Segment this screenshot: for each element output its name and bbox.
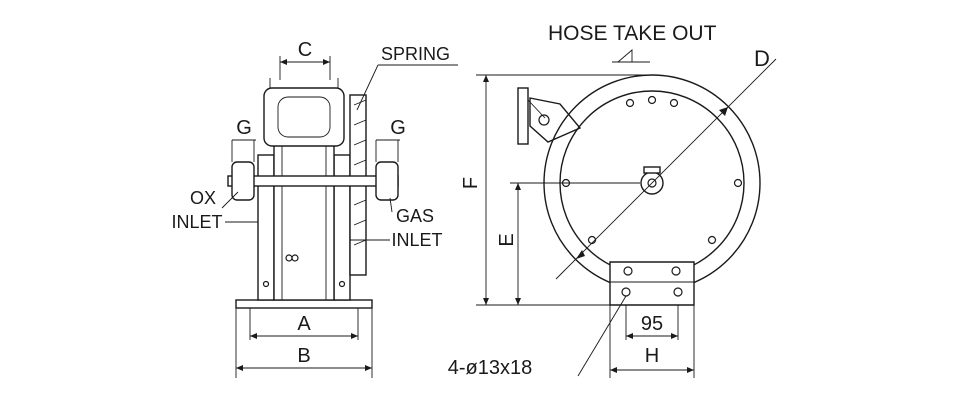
ox-inlet-label-line1: OX [190, 188, 216, 208]
dim-e-label: E [496, 233, 518, 246]
hose-guide [263, 87, 345, 147]
hose-take-out-label: HOSE TAKE OUT [548, 22, 717, 45]
side-view: C SPRING G G OX INLET GAS INLET A [171, 39, 458, 378]
dim-a-label: A [297, 313, 311, 335]
dim-d-label: D [754, 46, 770, 71]
dim-h-label: H [645, 345, 659, 367]
mount-holes-label: 4-ø13x18 [448, 357, 533, 379]
mounting-foot [609, 261, 695, 306]
dim-f-label: F [460, 177, 482, 189]
guide-arm [517, 87, 582, 145]
right-swivel [375, 161, 399, 201]
left-swivel [231, 161, 255, 201]
dim-c-label: C [298, 39, 312, 61]
dim-g-left-label: G [236, 117, 252, 139]
base-plate [235, 299, 373, 309]
front-view: HOSE TAKE OUT [448, 22, 777, 379]
spring-label: SPRING [381, 44, 450, 64]
dim-b-label: B [297, 345, 310, 367]
gas-inlet-label-line2: INLET [391, 230, 442, 250]
ox-inlet-label-line2: INLET [171, 212, 222, 232]
dim-g-right-label: G [390, 117, 406, 139]
dim-95-label: 95 [641, 313, 663, 335]
gas-inlet-label-line1: GAS [396, 206, 434, 226]
